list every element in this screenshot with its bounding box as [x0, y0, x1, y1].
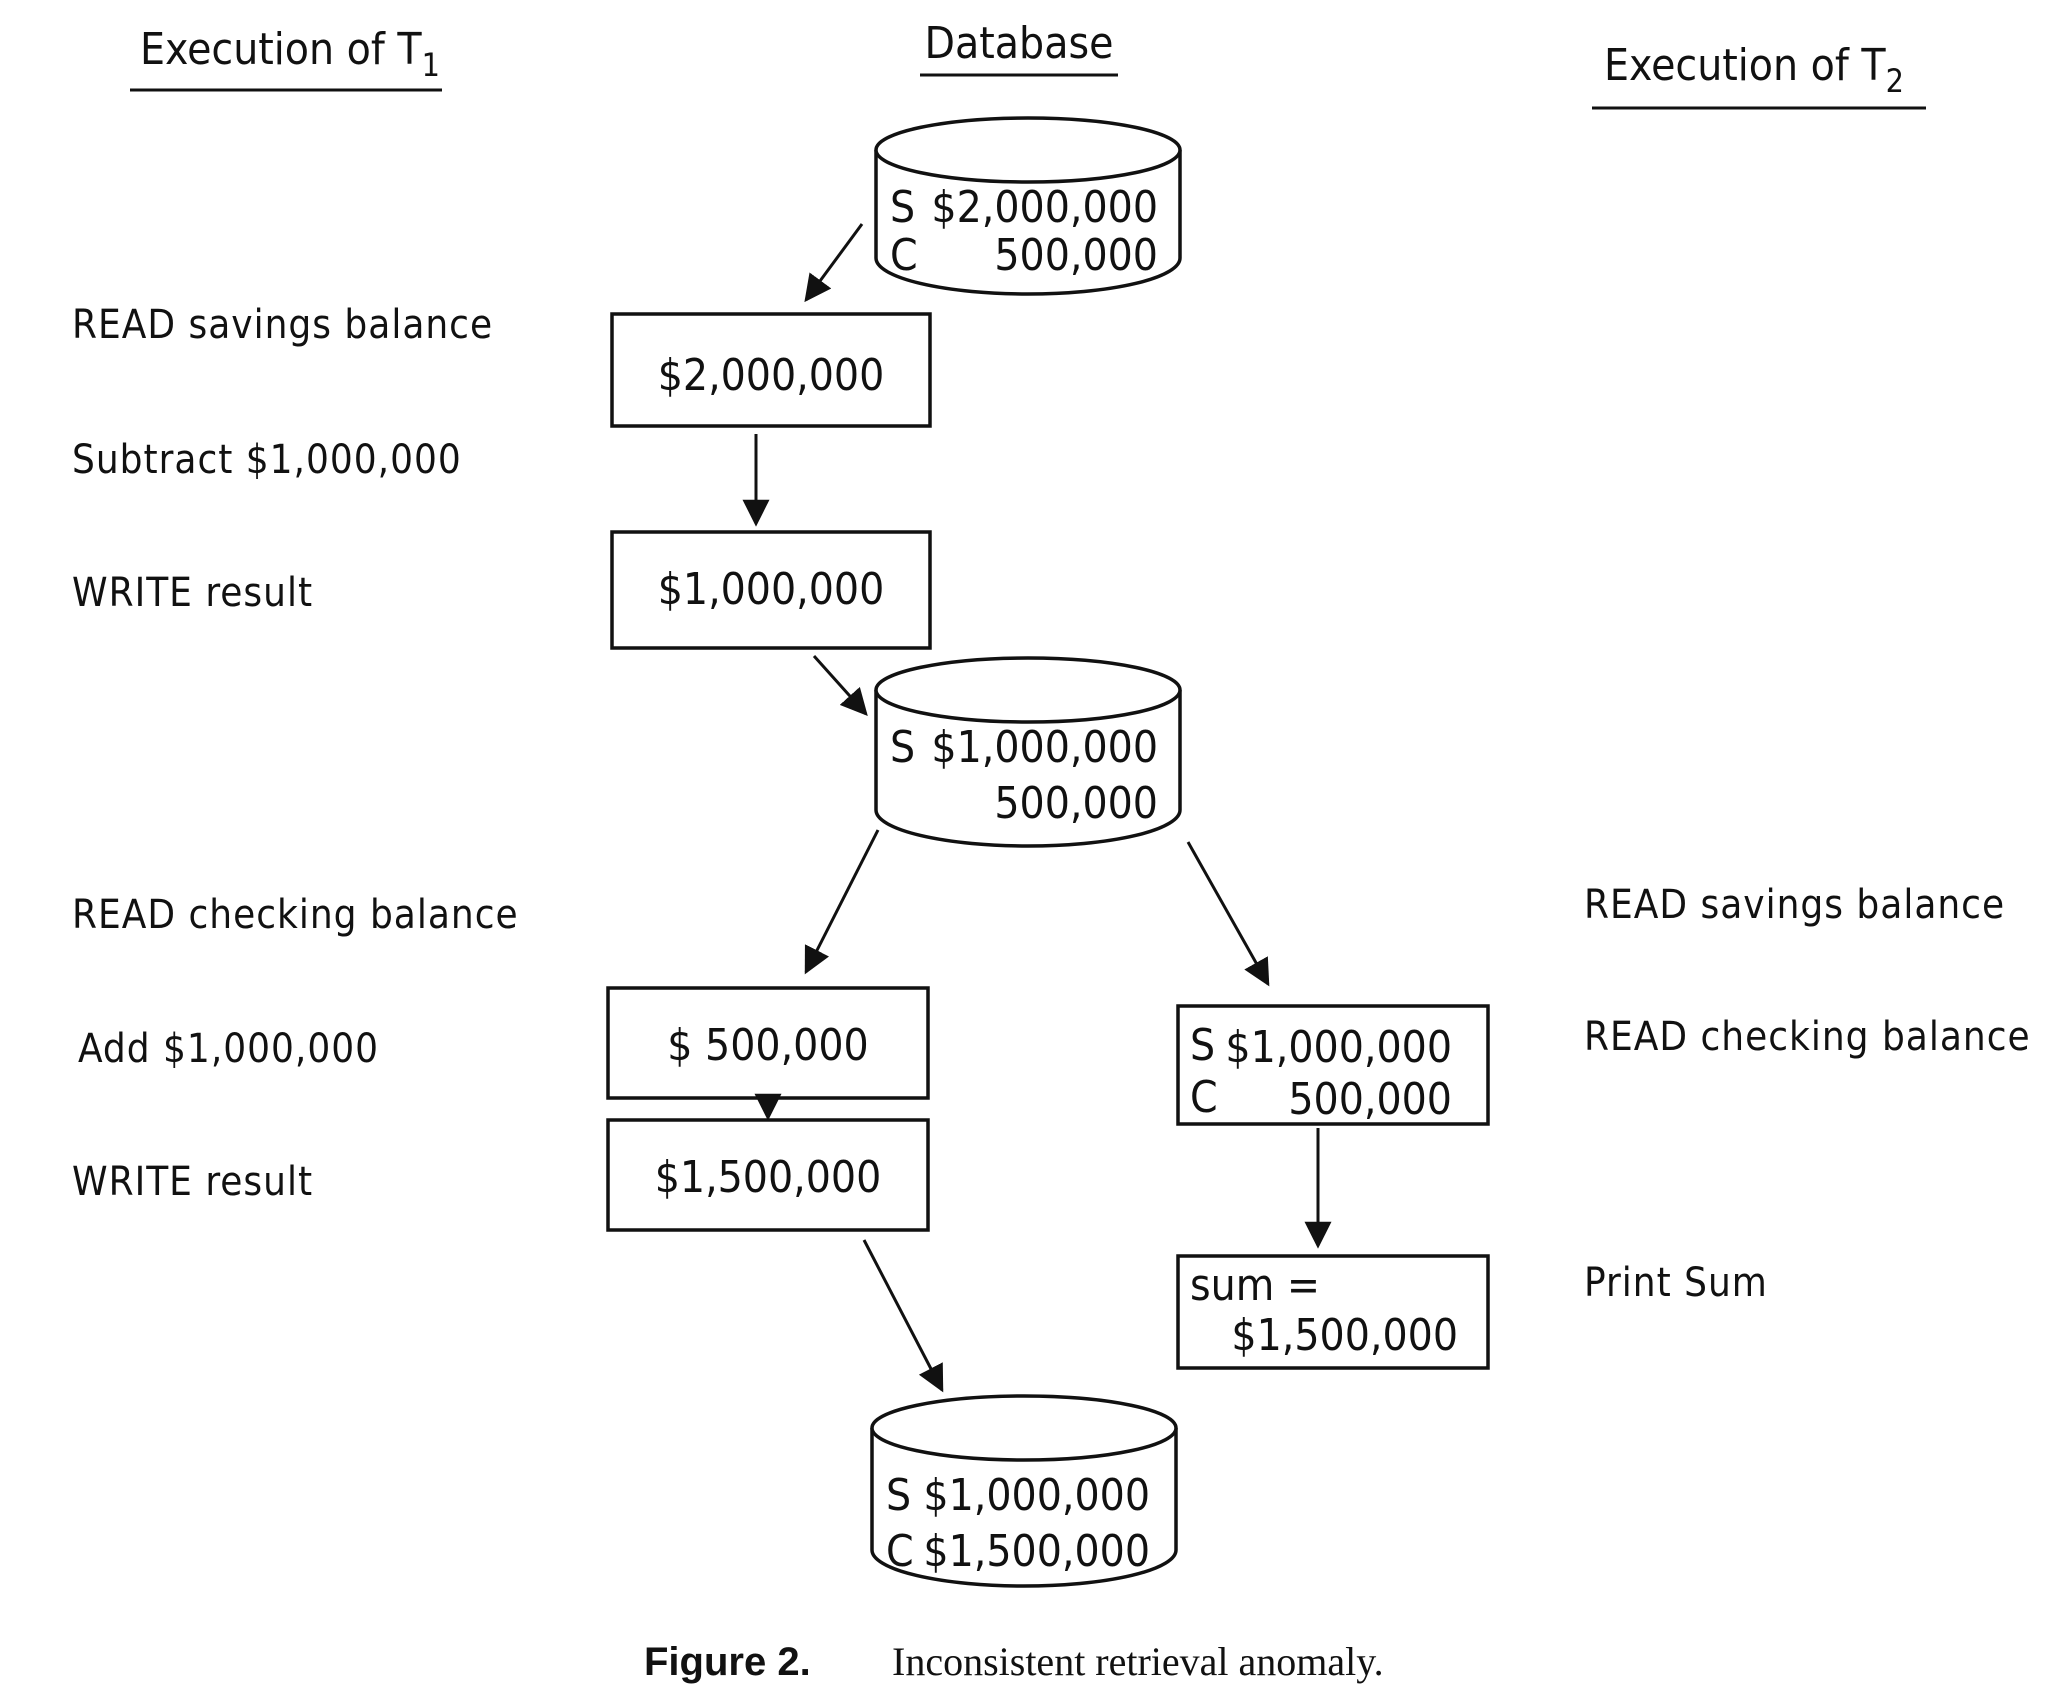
db2-s-value: $1,000,000	[931, 722, 1158, 773]
svg-text:Execution of T2: Execution of T2	[1604, 40, 1904, 100]
t1-step-subtract: Subtract $1,000,000	[72, 437, 462, 483]
db2-c-value: 500,000	[994, 778, 1158, 829]
arrow-db2-to-t2-read	[1186, 841, 1270, 987]
db1-c-label: C	[890, 230, 918, 281]
db3-c-label: C	[886, 1526, 914, 1577]
t1-step-read-checking: READ checking balance	[72, 892, 519, 938]
t1-step-add: Add $1,000,000	[78, 1026, 379, 1072]
t1-header: Execution of T1	[130, 24, 442, 92]
arrow-write-to-db2	[812, 654, 868, 717]
arrow-db1-to-read-savings	[804, 223, 864, 303]
svg-text:S: S	[1190, 1020, 1215, 1071]
box-read-checking: $ 500,000	[606, 986, 930, 1100]
db1-s-label: S	[890, 182, 915, 233]
box-after-subtract: $1,000,000	[610, 530, 932, 650]
svg-text:$1,500,000: $1,500,000	[1231, 1310, 1458, 1361]
arrow-db2-to-read-checking	[804, 829, 880, 975]
svg-text:sum =: sum =	[1190, 1260, 1320, 1311]
t2-step-read-checking: READ checking balance	[1584, 1014, 2031, 1060]
box-t2-sum: sum = $1,500,000	[1176, 1254, 1490, 1370]
caption-label: Figure 2.	[644, 1640, 811, 1684]
svg-text:C: C	[1190, 1072, 1218, 1123]
db1-c-value: 500,000	[994, 230, 1158, 281]
t1-step-write-1: WRITE result	[72, 570, 313, 616]
db3-s-value: $1,000,000	[923, 1470, 1150, 1521]
database-cylinder-after-write: S $1,000,000 500,000	[874, 656, 1182, 848]
svg-text:$ 500,000: $ 500,000	[667, 1020, 868, 1071]
database-cylinder-initial: S $2,000,000 C 500,000	[874, 116, 1182, 296]
svg-text:500,000: 500,000	[1288, 1074, 1452, 1125]
database-header: Database	[920, 18, 1118, 77]
db1-s-value: $2,000,000	[931, 182, 1158, 233]
db3-s-label: S	[886, 1470, 911, 1521]
svg-text:$1,000,000: $1,000,000	[1225, 1022, 1452, 1073]
caption-text: Inconsistent retrieval anomaly.	[892, 1639, 1384, 1684]
svg-text:$1,500,000: $1,500,000	[655, 1152, 882, 1203]
svg-text:$2,000,000: $2,000,000	[658, 350, 885, 401]
db2-s-label: S	[890, 722, 915, 773]
t2-step-read-savings: READ savings balance	[1584, 882, 2005, 928]
svg-text:$1,000,000: $1,000,000	[658, 564, 885, 615]
box-read-savings: $2,000,000	[610, 312, 932, 428]
t1-step-write-2: WRITE result	[72, 1159, 313, 1205]
t2-header: Execution of T2	[1592, 40, 1926, 110]
arrow-write-to-db3	[862, 1239, 944, 1393]
database-cylinder-final: S $1,000,000 C $1,500,000	[870, 1394, 1178, 1588]
db3-c-value: $1,500,000	[923, 1526, 1150, 1577]
box-t2-read: S $1,000,000 C 500,000	[1176, 1004, 1490, 1126]
svg-text:Database: Database	[925, 18, 1114, 69]
box-after-add: $1,500,000	[606, 1118, 930, 1232]
svg-text:Execution of T1: Execution of T1	[140, 24, 440, 84]
t2-step-print-sum: Print Sum	[1584, 1260, 1768, 1306]
t1-step-read-savings: READ savings balance	[72, 302, 493, 348]
figure-caption: Figure 2. Inconsistent retrieval anomaly…	[644, 1639, 1384, 1684]
